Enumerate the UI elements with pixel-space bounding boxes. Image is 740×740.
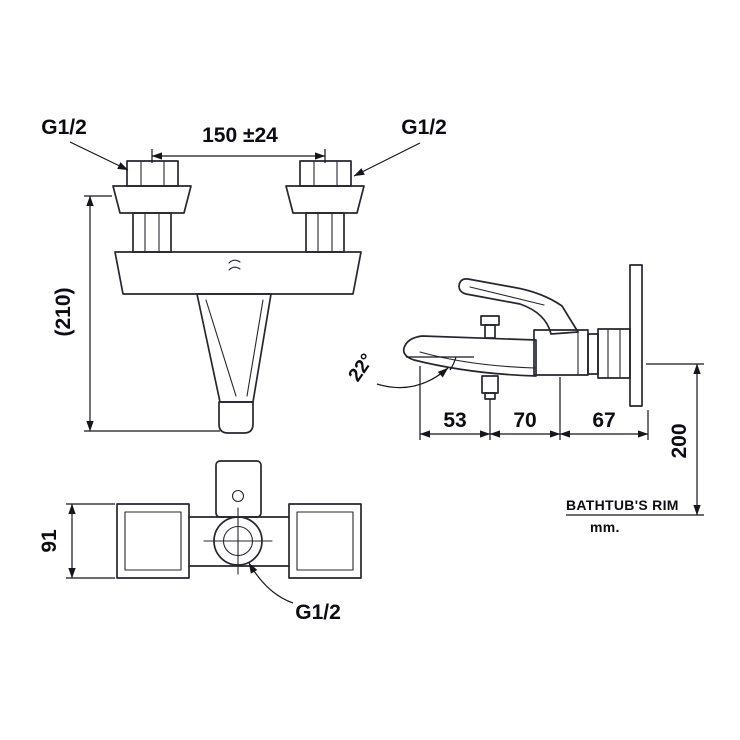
dim-label-70: 70 [513,409,536,432]
dim-200: 200 BATHTUB'S RIM mm. [566,363,704,535]
dim-height-210: (210) [52,195,220,432]
leader-left [69,141,129,171]
thread-label-left: G1/2 [41,116,87,139]
top-view: 91 G1/2 [38,460,362,624]
wall-mount-nut [587,328,631,379]
dim-label-53: 53 [443,409,466,432]
dim-label-width: 150 ±24 [202,124,278,147]
left-inlet-fitting [112,160,192,253]
dim-91: 91 [38,503,115,579]
mixer-body [114,251,362,295]
side-view: 22° 53 70 67 200 BATHTUB'S RIM mm. [345,264,704,535]
right-inlet-fitting [285,160,365,253]
bathtub-rim-label: BATHTUB'S RIM [566,497,679,513]
brand-mark [228,259,241,271]
thread-label-right: G1/2 [401,116,447,139]
dim-label-height: (210) [52,287,75,336]
thread-label-bottom: G1/2 [295,601,341,624]
wall-plate [629,264,643,407]
leader-bottom [248,562,294,604]
top-left-block [116,503,190,579]
top-outlet-circle [203,507,273,575]
dim-label-67: 67 [592,409,615,432]
units-label: mm. [590,519,620,535]
side-spout [402,315,537,400]
dim-label-200: 200 [668,423,691,458]
dim-width-150: 150 ±24 [151,124,326,163]
leader-right [353,142,421,177]
front-handle-spout [196,293,272,434]
dim-chain: 53 70 67 [419,366,649,440]
front-view: 150 ±24 G1/2 G1/2 (210) [41,116,447,434]
top-right-block [288,503,362,579]
dim-label-91: 91 [38,529,61,553]
side-body [533,329,589,376]
handle-detail [469,286,545,306]
side-handle [458,278,579,335]
dim-label-angle: 22° [345,350,379,386]
